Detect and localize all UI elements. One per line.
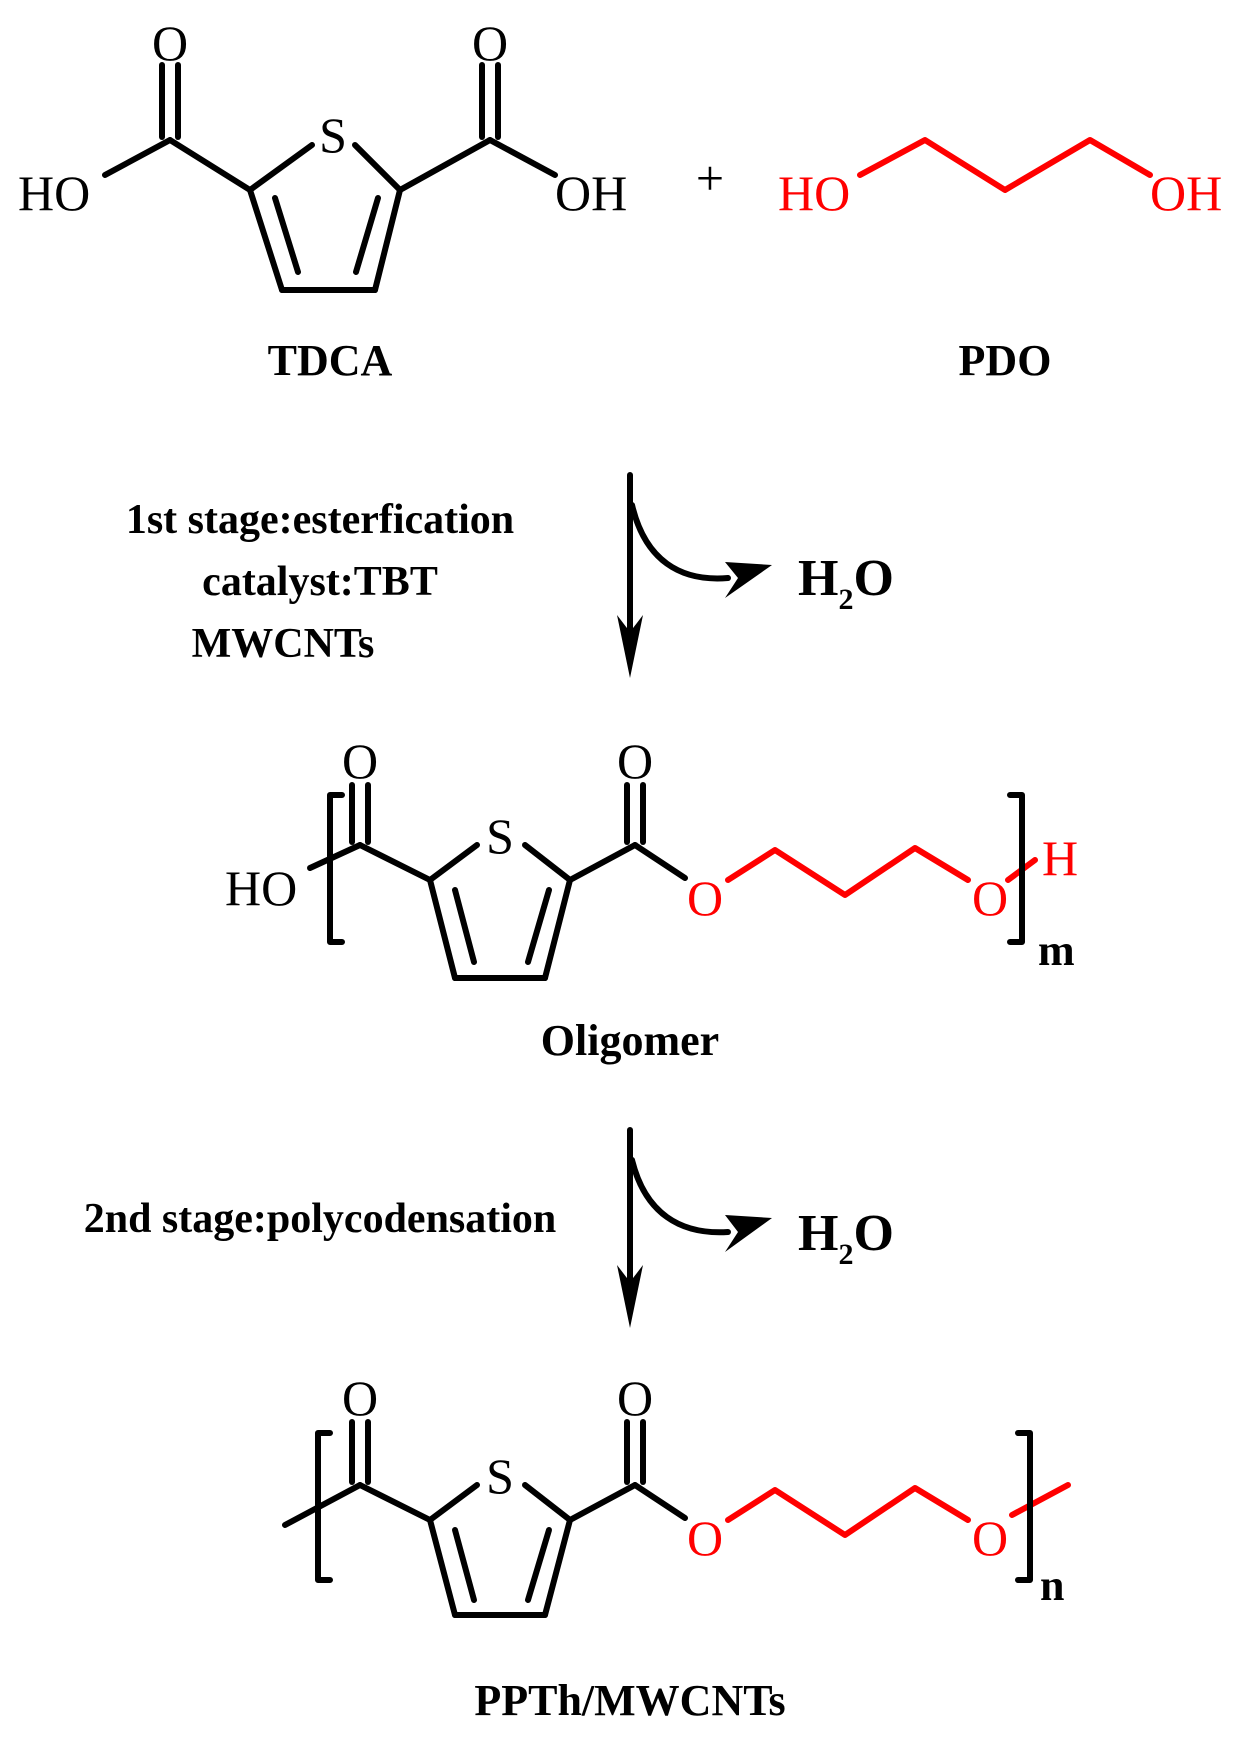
ester-oxygen: O bbox=[687, 1510, 723, 1566]
ester-oxygen: O bbox=[687, 870, 723, 926]
terminal-oxygen: O bbox=[972, 870, 1008, 926]
carbonyl-oxygen: O bbox=[342, 1370, 378, 1426]
thiophene-ring bbox=[427, 1482, 573, 1618]
hydroxyl-group: OH bbox=[555, 165, 627, 221]
carbonyl-oxygen: O bbox=[617, 733, 653, 789]
repeat-subscript-m: m bbox=[1038, 926, 1075, 975]
stage1-condition-line2: catalyst:TBT bbox=[202, 559, 438, 605]
tdca-structure: S O HO O OH bbox=[18, 15, 627, 293]
stage1-condition-line3: MWCNTs bbox=[192, 621, 375, 667]
left-bracket bbox=[327, 792, 345, 945]
left-carboxyl bbox=[102, 62, 253, 193]
sulfur-atom: S bbox=[486, 808, 514, 864]
stage1-condition-line1: 1st stage:esterfication bbox=[126, 497, 514, 543]
water-byproduct: H2O bbox=[798, 550, 894, 616]
carbonyl-oxygen: O bbox=[617, 1370, 653, 1426]
water-byproduct: H2O bbox=[798, 1205, 894, 1271]
right-bracket bbox=[1015, 1430, 1033, 1583]
ester-oxygen: O bbox=[972, 1510, 1008, 1566]
thiophene-ring bbox=[427, 842, 573, 981]
pdo-label: PDO bbox=[959, 336, 1052, 385]
product-label: PPTh/MWCNTs bbox=[474, 1676, 785, 1725]
right-carboxyl bbox=[397, 62, 558, 193]
oligomer-structure: S O HO O O O H m bbox=[225, 733, 1078, 981]
stage2-arrow bbox=[617, 1127, 772, 1328]
carbonyl-oxygen: O bbox=[472, 15, 508, 71]
hydroxyl-group: HO bbox=[225, 860, 297, 916]
sulfur-atom: S bbox=[486, 1448, 514, 1504]
hydroxyl-group: HO bbox=[778, 165, 850, 221]
product-structure: O S O O O n bbox=[282, 1370, 1071, 1618]
thiophene-ring bbox=[247, 142, 403, 293]
carbonyl-oxygen: O bbox=[152, 15, 188, 71]
oligomer-label: Oligomer bbox=[541, 1016, 719, 1065]
hydroxyl-group: HO bbox=[18, 165, 90, 221]
left-bracket bbox=[315, 1430, 333, 1583]
plus-sign: + bbox=[696, 150, 724, 206]
tdca-label: TDCA bbox=[268, 336, 393, 385]
terminal-hydrogen: H bbox=[1042, 830, 1078, 886]
stage1-arrow bbox=[617, 472, 772, 678]
pdo-structure: HO OH bbox=[778, 137, 1222, 221]
sulfur-atom: S bbox=[319, 107, 347, 163]
right-bracket bbox=[1007, 792, 1025, 945]
hydroxyl-group: OH bbox=[1150, 165, 1222, 221]
repeat-subscript-n: n bbox=[1040, 1561, 1064, 1610]
carbonyl-oxygen: O bbox=[342, 733, 378, 789]
stage2-condition-line1: 2nd stage:polycodensation bbox=[84, 1196, 557, 1242]
